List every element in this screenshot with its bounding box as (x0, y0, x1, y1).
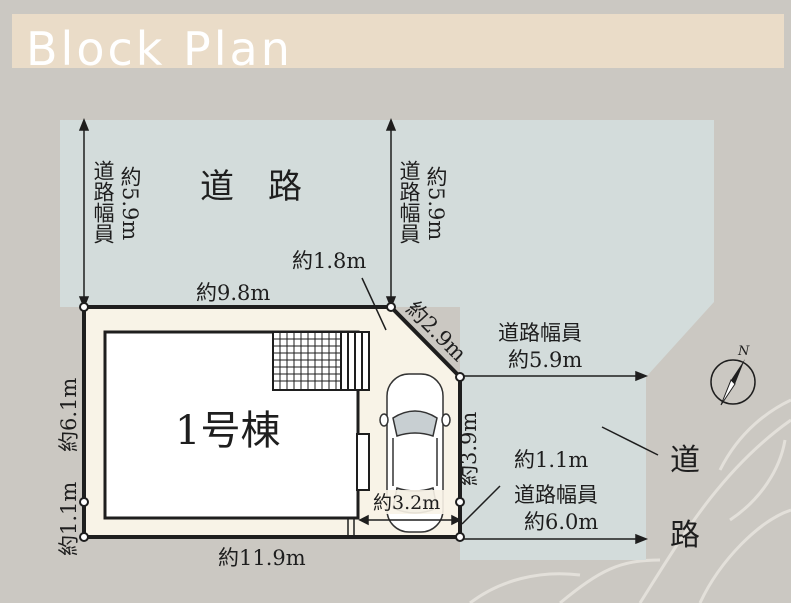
deck-grid (272, 331, 342, 391)
road-width-top-right-label: 道路幅員 (397, 160, 421, 244)
dimension-right-side: 約3.9m (457, 412, 481, 486)
dimension-bottom: 約11.9m (218, 546, 306, 570)
road-area (60, 120, 714, 560)
road-width-top-left-value: 約5.9m (118, 166, 142, 240)
road-label-right-2: 路 (670, 518, 700, 553)
road-width-bottom-value: 約6.0m (524, 510, 598, 534)
building-label: 1号棟 (175, 408, 280, 454)
dimension-left-side: 約6.1m (57, 378, 81, 452)
decorative-leaf-background (469, 398, 791, 603)
road-width-top-left-label: 道路幅員 (91, 160, 115, 244)
dimension-corner-offset: 約1.8m (292, 249, 366, 273)
dimension-top: 約9.8m (196, 281, 270, 305)
parking-label-bg (371, 490, 445, 514)
road-width-right-label: 道路幅員 (498, 321, 582, 345)
road-label-right-1: 道 (670, 443, 700, 478)
title-band: Block Plan (12, 14, 784, 76)
page-title: Block Plan (26, 22, 293, 76)
dimension-left-small: 約1.1m (57, 482, 81, 556)
corner-markers (79, 302, 465, 542)
dimension-lines (78, 117, 659, 545)
entrance-steps (340, 331, 370, 391)
road-label-top: 道 路 (200, 167, 302, 207)
dimension-parking-width: 約3.2m (373, 492, 440, 514)
road-width-right-value: 約5.9m (508, 348, 582, 372)
road-width-top-right-value: 約5.9m (424, 166, 448, 240)
road-width-bottom-label: 道路幅員 (514, 483, 598, 507)
north-label: N (737, 344, 750, 359)
north-compass-icon: N (710, 344, 756, 406)
boundary-details (347, 518, 355, 535)
dimension-right-small: 約1.1m (514, 448, 588, 472)
